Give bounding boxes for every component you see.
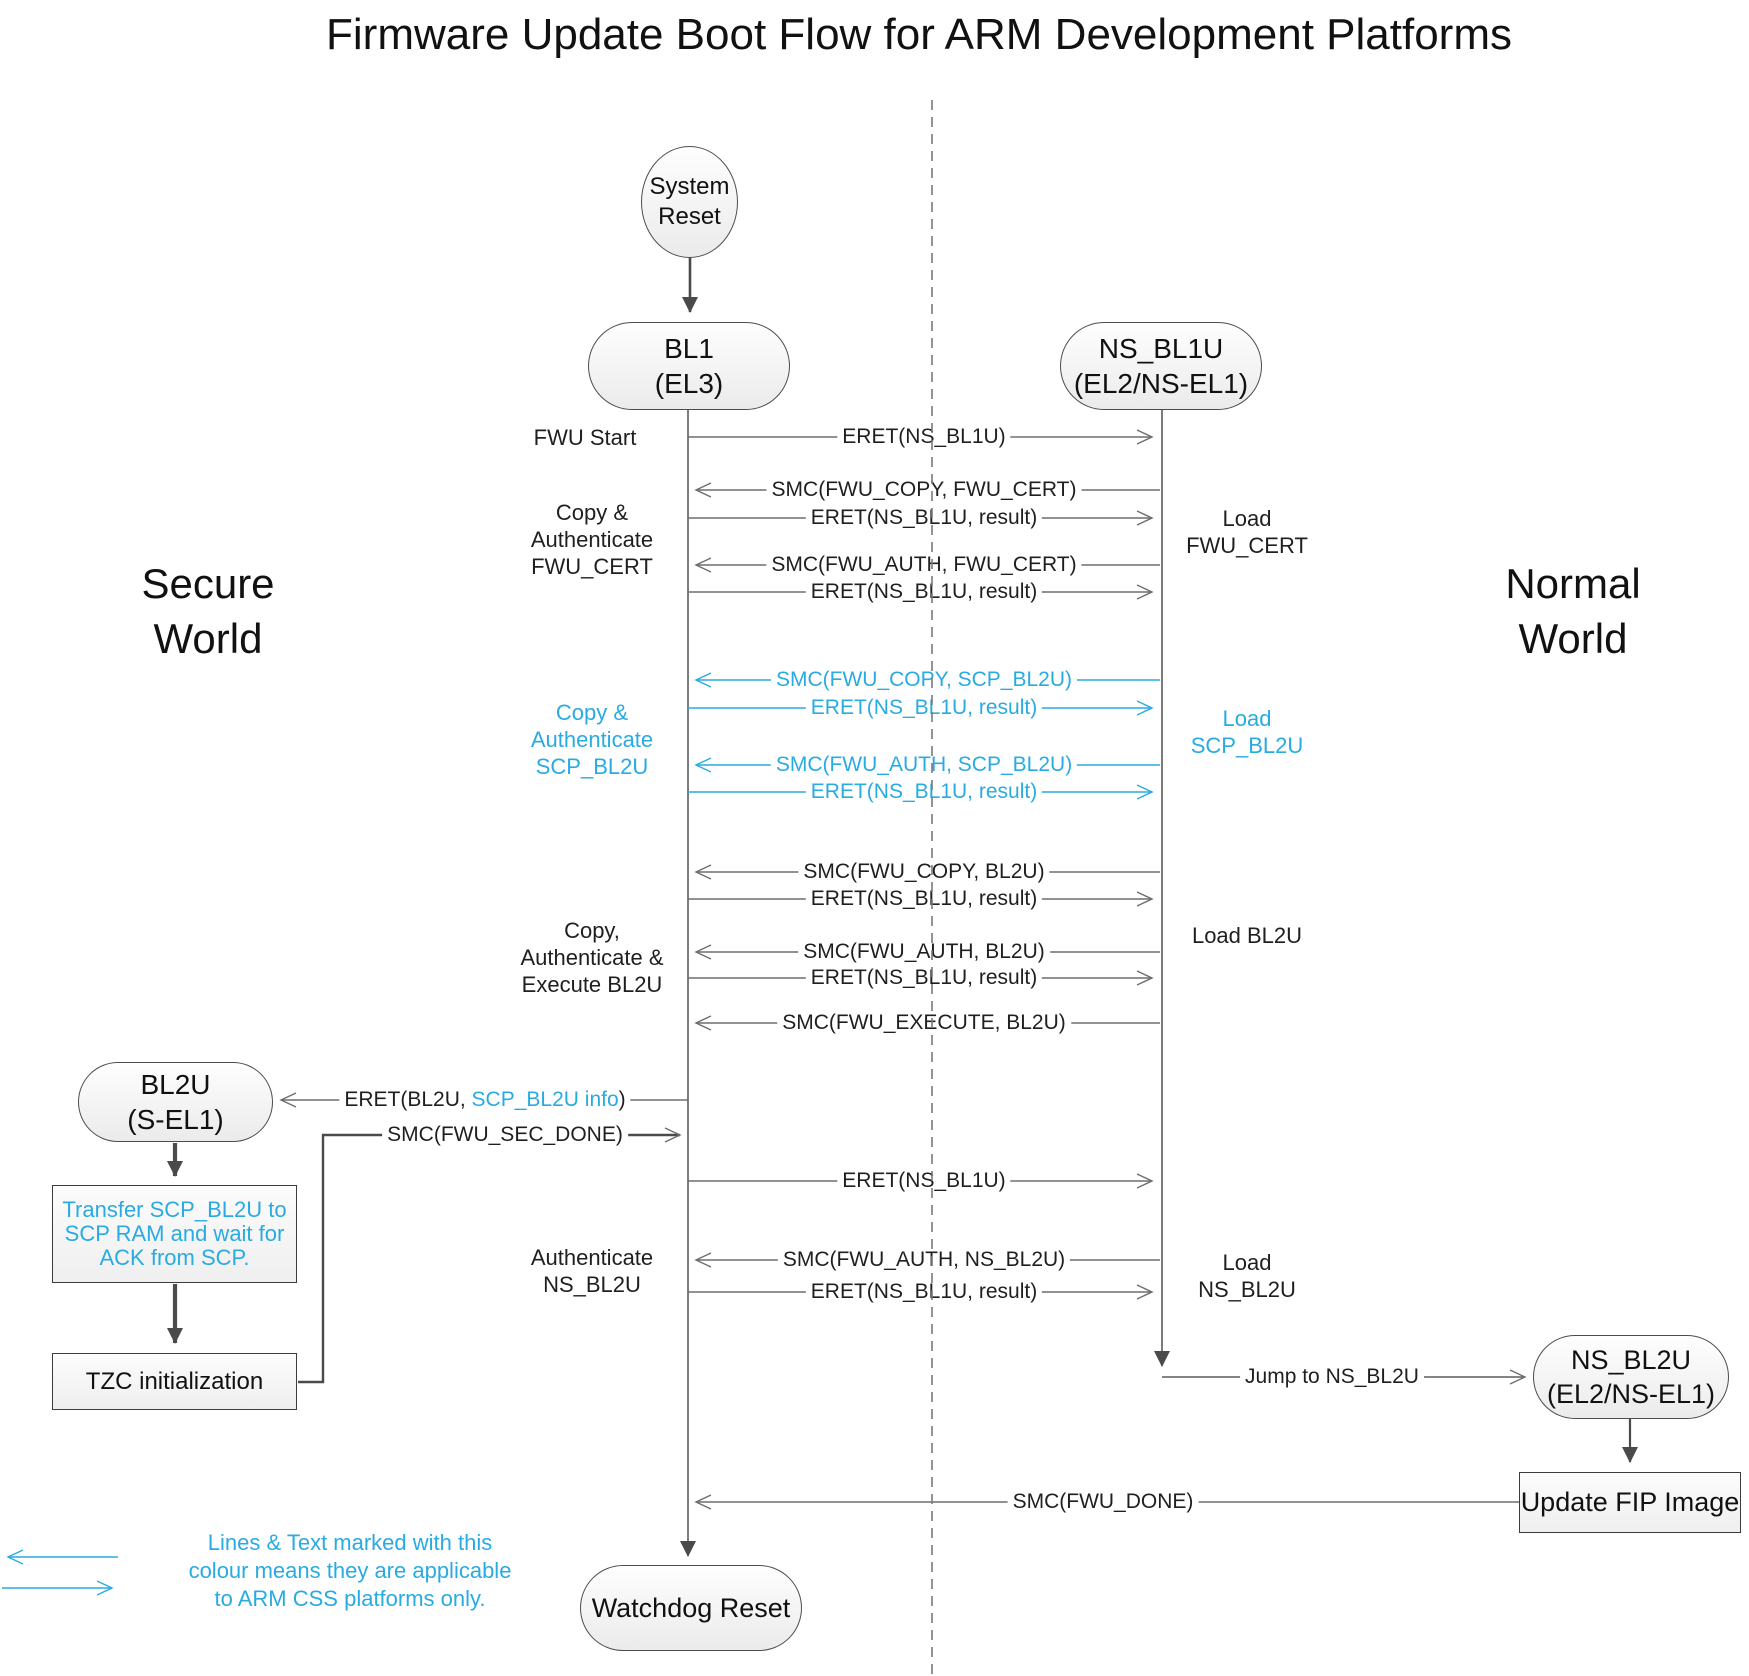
legend-text: Lines & Text marked with this colour mea… xyxy=(188,1530,512,1611)
authenticate-ns-bl2u-label: Authenticate NS_BL2U xyxy=(530,1245,654,1297)
bl1-node: BL1 (EL3) xyxy=(588,322,790,410)
msg-label-eret-result-2: ERET(NS_BL1U, result) xyxy=(805,580,1043,604)
transfer-scp-box: Transfer SCP_BL2U to SCP RAM and wait fo… xyxy=(52,1185,297,1283)
system-reset-node: System Reset xyxy=(641,146,738,258)
fwu-start-label: FWU Start xyxy=(533,425,637,450)
msg-label-smc-auth-ns-bl2u: SMC(FWU_AUTH, NS_BL2U) xyxy=(777,1248,1071,1272)
normal-world-label: Normal World xyxy=(1505,560,1641,662)
msg-label-eret-bl2u-info: ERET(BL2U, SCP_BL2U info) xyxy=(339,1088,631,1112)
msg-label-smc-execute-bl2u: SMC(FWU_EXECUTE, BL2U) xyxy=(777,1011,1071,1035)
ns-bl2u-node: NS_BL2U (EL2/NS-EL1) xyxy=(1533,1335,1729,1419)
msg-label-eret-ns-bl1u-2: ERET(NS_BL1U) xyxy=(837,1169,1011,1193)
bl2u-node: BL2U (S-EL1) xyxy=(78,1062,273,1142)
msg-label-smc-copy-bl2u: SMC(FWU_COPY, BL2U) xyxy=(798,860,1050,884)
ns-bl1u-node: NS_BL1U (EL2/NS-EL1) xyxy=(1060,322,1262,410)
msg-label-jump-to-ns-bl2u: Jump to NS_BL2U xyxy=(1240,1365,1424,1389)
msg-label-eret-ns-bl1u: ERET(NS_BL1U) xyxy=(837,425,1011,449)
msg-label-smc-auth-scp-bl2u: SMC(FWU_AUTH, SCP_BL2U) xyxy=(770,753,1078,777)
msg-label-eret-result-4: ERET(NS_BL1U, result) xyxy=(805,780,1043,804)
msg-label-smc-done: SMC(FWU_DONE) xyxy=(1007,1490,1199,1514)
load-ns-bl2u-label: Load NS_BL2U xyxy=(1198,1250,1296,1302)
msg-label-eret-result-1: ERET(NS_BL1U, result) xyxy=(805,506,1043,530)
msg-label-eret-result-6: ERET(NS_BL1U, result) xyxy=(805,966,1043,990)
msg-label-smc-copy-scp-bl2u: SMC(FWU_COPY, SCP_BL2U) xyxy=(770,668,1078,692)
watchdog-reset-node: Watchdog Reset xyxy=(580,1565,802,1651)
msg-label-smc-auth-bl2u: SMC(FWU_AUTH, BL2U) xyxy=(798,940,1050,964)
load-scp-bl2u-label: Load SCP_BL2U xyxy=(1190,706,1304,758)
msg-label-smc-sec-done: SMC(FWU_SEC_DONE) xyxy=(382,1123,628,1147)
msg-label-smc-auth-fwu-cert: SMC(FWU_AUTH, FWU_CERT) xyxy=(766,553,1082,577)
msg-label-eret-result-3: ERET(NS_BL1U, result) xyxy=(805,696,1043,720)
copy-auth-scp-bl2u-label: Copy & Authenticate SCP_BL2U xyxy=(530,700,654,779)
msg-label-eret-result-5: ERET(NS_BL1U, result) xyxy=(805,887,1043,911)
msg-label-eret-result-7: ERET(NS_BL1U, result) xyxy=(805,1280,1043,1304)
update-fip-box: Update FIP Image xyxy=(1519,1472,1741,1533)
secure-world-label: Secure World xyxy=(141,560,275,662)
load-bl2u-label: Load BL2U xyxy=(1191,923,1303,948)
tzc-init-box: TZC initialization xyxy=(52,1353,297,1410)
diagram-title: Firmware Update Boot Flow for ARM Develo… xyxy=(326,10,1512,59)
copy-auth-exec-bl2u-label: Copy, Authenticate & Execute BL2U xyxy=(520,918,664,997)
copy-auth-fwu-cert-label: Copy & Authenticate FWU_CERT xyxy=(530,500,654,579)
load-fwu-cert-label: Load FWU_CERT xyxy=(1186,506,1308,558)
msg-label-smc-copy-fwu-cert: SMC(FWU_COPY, FWU_CERT) xyxy=(766,478,1082,502)
